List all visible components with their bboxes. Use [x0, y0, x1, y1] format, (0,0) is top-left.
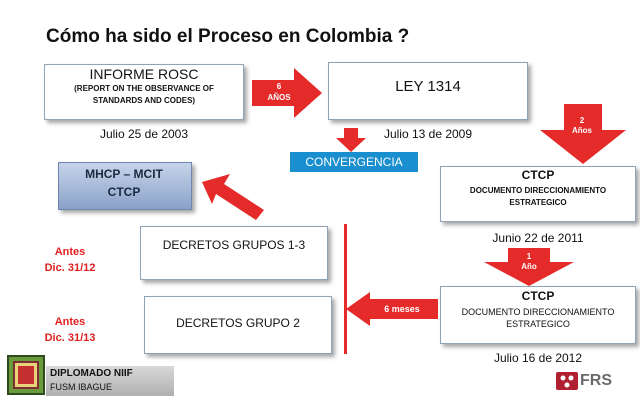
antes-1-line2: Dic. 31/12	[44, 262, 96, 274]
frs-logo-icon	[556, 372, 578, 390]
arrow-down-convergencia-icon	[336, 128, 366, 152]
frs-logo-text: FRS	[580, 372, 612, 389]
university-crest-icon	[7, 355, 45, 395]
informe-rosc-date: Julio 25 de 2003	[99, 127, 189, 141]
ctcp-2-title: CTCP	[521, 289, 555, 303]
arrow-6-anos-line1: 6	[276, 82, 282, 91]
decretos-grupos-1-3-text: DECRETOS GRUPOS 1-3	[162, 238, 306, 252]
ley-1314-date: Julio 13 de 2009	[383, 127, 473, 141]
antes-2-line2: Dic. 31/13	[44, 332, 96, 344]
convergencia-text: CONVERGENCIA	[305, 155, 403, 169]
footer-line1: DIPLOMADO NIIF	[50, 368, 133, 379]
convergencia-label	[290, 152, 418, 172]
vertical-divider-line	[344, 224, 347, 354]
arrow-6-anos-icon	[252, 68, 322, 118]
informe-rosc-sub2: STANDARDS AND CODES)	[92, 96, 196, 105]
arrow-6-meses-icon	[346, 292, 438, 326]
antes-2-line1: Antes	[54, 316, 86, 328]
ctcp-1-line2: ESTRATEGICO	[509, 198, 567, 207]
decretos-grupo-2-box	[144, 296, 332, 354]
ctcp-box-2	[440, 286, 636, 344]
ctcp-2-line2: ESTRATEGICO	[506, 319, 570, 329]
ctcp-1-line1: DOCUMENTO DIRECCIONAMIENTO	[469, 186, 607, 195]
arrow-2-anos-icon	[540, 104, 626, 164]
informe-rosc-box	[44, 64, 244, 120]
mhcp-mcit-line1: MHCP – MCIT	[85, 167, 163, 181]
antes-1-line1: Antes	[54, 246, 86, 258]
arrow-1-ano-line1: 1	[526, 252, 532, 261]
arrow-2-anos-line1: 2	[579, 116, 585, 125]
mhcp-mcit-box	[58, 162, 192, 210]
arrow-6-meses-label: 6 meses	[384, 304, 420, 314]
arrow-1-ano-line2: Año	[521, 262, 537, 271]
ctcp-2-line1: DOCUMENTO DIRECCIONAMIENTO	[461, 307, 615, 317]
ctcp-2-date: Julio 16 de 2012	[493, 351, 583, 365]
ctcp-box-1	[440, 166, 636, 222]
footer-bar	[46, 366, 174, 396]
ctcp-1-title: CTCP	[521, 168, 555, 182]
decretos-grupos-1-3-box	[140, 226, 328, 280]
ley-1314-title: LEY 1314	[395, 78, 461, 95]
ley-1314-box	[328, 62, 528, 120]
informe-rosc-title: INFORME ROSC	[89, 66, 199, 82]
arrow-1-ano-icon	[484, 248, 574, 286]
informe-rosc-sub1: (REPORT ON THE OBSERVANCE OF	[74, 84, 214, 93]
footer-line2: FUSM IBAGUE	[50, 382, 113, 392]
ctcp-1-date: Junio 22 de 2011	[492, 231, 584, 245]
decretos-grupo-2-text: DECRETOS GRUPO 2	[176, 316, 300, 330]
arrow-2-anos-line2: Años	[572, 126, 592, 135]
page-title: Cómo ha sido el Proceso en Colombia ?	[46, 26, 410, 47]
arrow-to-mhcp-icon	[202, 174, 264, 220]
arrow-6-anos-line2: AÑOS	[267, 93, 291, 102]
mhcp-mcit-line2: CTCP	[107, 185, 141, 199]
